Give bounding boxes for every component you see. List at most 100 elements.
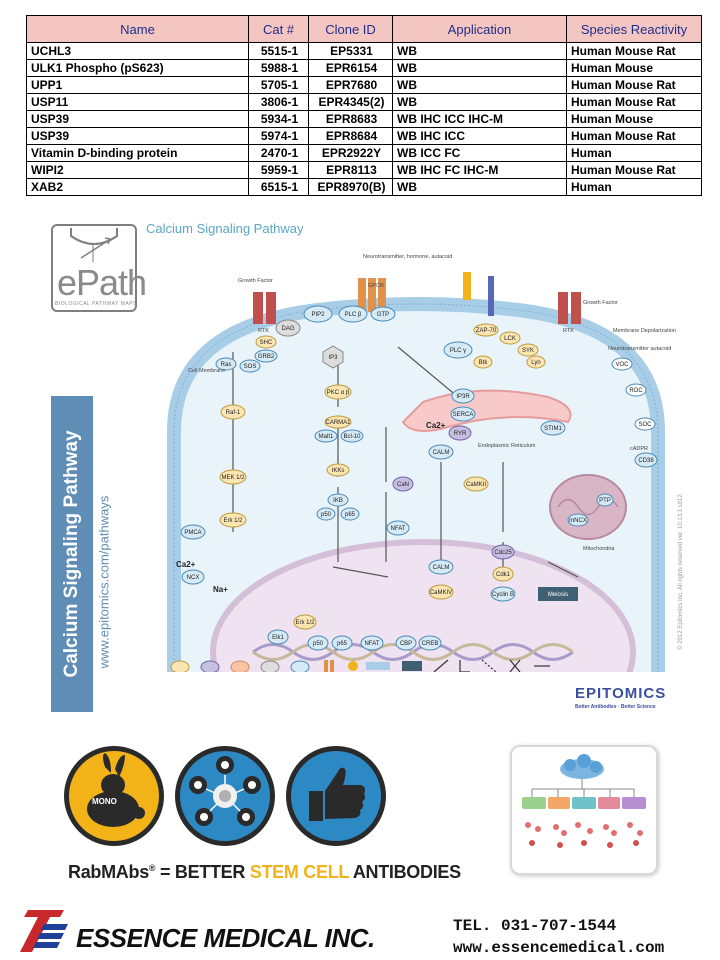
essence-medical-logo-icon bbox=[20, 910, 68, 952]
label-mitochondria: Mitochondria bbox=[583, 546, 615, 552]
svg-text:CALM: CALM bbox=[433, 450, 450, 456]
node-voc: VOC bbox=[611, 357, 633, 371]
node-pip2: PIP2 bbox=[303, 305, 333, 323]
epitomics-logo: EPITOMICS bbox=[575, 685, 667, 702]
table-row: XAB2 6515-1 EPR8970(B) WB Human bbox=[26, 178, 702, 196]
cell-application: WB IHC FC IHC-M bbox=[392, 161, 567, 179]
col-header-clone: Clone ID bbox=[308, 15, 393, 43]
svg-text:p50: p50 bbox=[313, 641, 324, 647]
node-cdc25: Cdc25 bbox=[491, 544, 515, 560]
label-rtk-left: RTK bbox=[258, 328, 269, 334]
cell-species: Human Mouse Rat bbox=[566, 76, 702, 94]
node-erk: Erk 1/2 bbox=[219, 512, 247, 528]
node-ptp: PTP bbox=[596, 493, 614, 507]
slogan-equals: = BETTER bbox=[159, 862, 246, 882]
svg-text:SOS: SOS bbox=[244, 364, 257, 370]
rtk-receptor-right bbox=[558, 292, 568, 324]
svg-text:GTP: GTP bbox=[377, 312, 389, 318]
cell-species: Human Mouse Rat bbox=[566, 93, 702, 111]
node-pmca: PMCA bbox=[180, 524, 206, 540]
node-raf: Raf-1 bbox=[220, 404, 246, 420]
side-banner: Calcium Signaling Pathway bbox=[51, 396, 93, 712]
node-grb2: GRB2 bbox=[254, 349, 278, 363]
node-ras: Ras bbox=[215, 357, 237, 371]
pathway-thumbnail-card bbox=[510, 745, 658, 875]
svg-text:Cdc25: Cdc25 bbox=[494, 550, 512, 556]
table-row: WIPI2 5959-1 EPR8113 WB IHC FC IHC-M Hum… bbox=[26, 161, 702, 179]
svg-text:p65: p65 bbox=[345, 512, 356, 518]
svg-text:Erk 1/2: Erk 1/2 bbox=[295, 620, 315, 626]
cell-name: USP39 bbox=[26, 127, 249, 145]
node-camk2: CaMKII bbox=[463, 476, 489, 492]
col-header-application: Application bbox=[392, 15, 567, 43]
node-p50-cyto: p50 bbox=[316, 507, 336, 521]
node-calm: CALM bbox=[428, 444, 454, 460]
cell-application: WB bbox=[392, 76, 567, 94]
cell-species: Human Mouse Rat bbox=[566, 161, 702, 179]
svg-text:p65: p65 bbox=[337, 641, 348, 647]
cell-cat: 2470-1 bbox=[248, 144, 309, 162]
label-gpcr: GPCR bbox=[368, 283, 384, 289]
node-dag: DAG bbox=[275, 319, 301, 337]
cell-application: WB ICC FC bbox=[392, 144, 567, 162]
table-row: USP11 3806-1 EPR4345(2) WB Human Mouse R… bbox=[26, 93, 702, 111]
dna-helix bbox=[252, 643, 574, 661]
svg-text:RYR: RYR bbox=[454, 431, 467, 437]
cell-name: UCHL3 bbox=[26, 42, 249, 60]
svg-text:ZAP-70: ZAP-70 bbox=[476, 328, 497, 334]
cell-clone: EPR6154 bbox=[308, 59, 393, 77]
company-website[interactable]: www.essencemedical.com bbox=[453, 939, 665, 957]
table-row: UPP1 5705-1 EPR7680 WB Human Mouse Rat bbox=[26, 76, 702, 94]
svg-text:PIP2: PIP2 bbox=[311, 312, 325, 318]
pathway-thumbnail-graphic bbox=[522, 754, 646, 848]
svg-text:STIM1: STIM1 bbox=[544, 426, 562, 432]
node-camk4: CaMKIV bbox=[428, 584, 454, 600]
cell-species: Human Mouse Rat bbox=[566, 127, 702, 145]
mitochondrion bbox=[549, 474, 627, 540]
product-table: Name Cat # Clone ID Application Species … bbox=[26, 15, 702, 196]
node-plcb: PLC β bbox=[338, 305, 368, 323]
cell-name: XAB2 bbox=[26, 178, 249, 196]
pathways-url: www.epitomics.com/pathways bbox=[96, 495, 112, 669]
svg-text:PKC α β: PKC α β bbox=[327, 390, 350, 396]
svg-text:Cyclin B: Cyclin B bbox=[492, 592, 514, 598]
node-can: CaN bbox=[392, 476, 414, 492]
svg-text:VOC: VOC bbox=[615, 362, 629, 368]
cell-species: Human Mouse bbox=[566, 59, 702, 77]
epath-logo-graphic bbox=[70, 228, 118, 262]
cell-name: Vitamin D-binding protein bbox=[26, 144, 249, 162]
phone-number: TEL. 031-707-1544 bbox=[453, 917, 617, 935]
node-ip3r: IP3R bbox=[451, 388, 475, 404]
cell-cat: 5974-1 bbox=[248, 127, 309, 145]
legend bbox=[170, 659, 550, 672]
company-name: ESSENCE MEDICAL INC. bbox=[76, 923, 375, 953]
cell-cat: 5988-1 bbox=[248, 59, 309, 77]
label-ca-outside: Ca2+ bbox=[176, 560, 196, 569]
col-header-species: Species Reactivity bbox=[566, 15, 702, 43]
svg-text:ROC: ROC bbox=[629, 388, 643, 394]
cell-clone: EPR8683 bbox=[308, 110, 393, 128]
svg-text:IKKs: IKKs bbox=[332, 468, 345, 474]
slogan-registered-mark: ® bbox=[148, 863, 156, 873]
node-mncx: mNCX bbox=[567, 513, 589, 527]
label-cell-membrane: Cell Membrane bbox=[188, 368, 225, 374]
node-stim: STIM1 bbox=[540, 420, 566, 436]
node-roc: ROC bbox=[625, 383, 647, 397]
node-ncx: NCX bbox=[181, 569, 205, 585]
node-elk: Elk1 bbox=[267, 629, 289, 645]
svg-text:CBP: CBP bbox=[400, 641, 412, 647]
svg-text:SOC: SOC bbox=[638, 422, 652, 428]
node-bcl: Bcl-10 bbox=[340, 429, 364, 443]
node-p65-cyto: p65 bbox=[340, 507, 360, 521]
svg-text:mNCX: mNCX bbox=[569, 518, 587, 524]
cell-cat: 5934-1 bbox=[248, 110, 309, 128]
cell-clone: EPR8684 bbox=[308, 127, 393, 145]
svg-text:CARMA1: CARMA1 bbox=[325, 420, 351, 426]
svg-text:p50: p50 bbox=[321, 512, 332, 518]
svg-text:IKB: IKB bbox=[333, 498, 343, 504]
rtk-receptor-left bbox=[253, 292, 263, 324]
cell-application: WB bbox=[392, 93, 567, 111]
cell-species: Human bbox=[566, 144, 702, 162]
cell-name: ULK1 Phospho (pS623) bbox=[26, 59, 249, 77]
svg-text:IP3R: IP3R bbox=[456, 394, 470, 400]
